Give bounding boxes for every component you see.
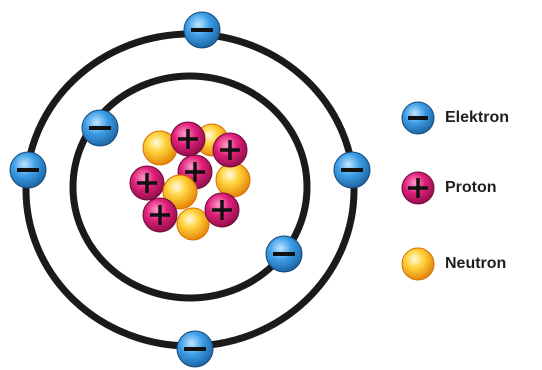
proton-particle (143, 198, 177, 232)
legend-label-proton: Proton (445, 179, 497, 197)
proton-particle (205, 193, 239, 227)
proton-particle (213, 133, 247, 167)
proton-icon (400, 170, 436, 206)
electron-particle (82, 110, 118, 146)
legend-label-electron: Elektron (445, 109, 509, 127)
electron-particle (334, 152, 370, 188)
electron-particle (10, 152, 46, 188)
proton-particle (171, 122, 205, 156)
legend-item-proton: Proton (400, 166, 497, 210)
legend-label-neutron: Neutron (445, 255, 506, 273)
neutron-particle (177, 208, 209, 240)
electron-particle (266, 236, 302, 272)
neutron-icon (400, 246, 436, 282)
neutron-particle (216, 163, 250, 197)
legend-item-electron: Elektron (400, 96, 509, 140)
electron-particle (177, 331, 213, 367)
electron-icon (400, 100, 436, 136)
electron-particle (184, 12, 220, 48)
nucleus (130, 122, 250, 240)
legend-item-neutron: Neutron (400, 242, 506, 286)
proton-particle (130, 166, 164, 200)
